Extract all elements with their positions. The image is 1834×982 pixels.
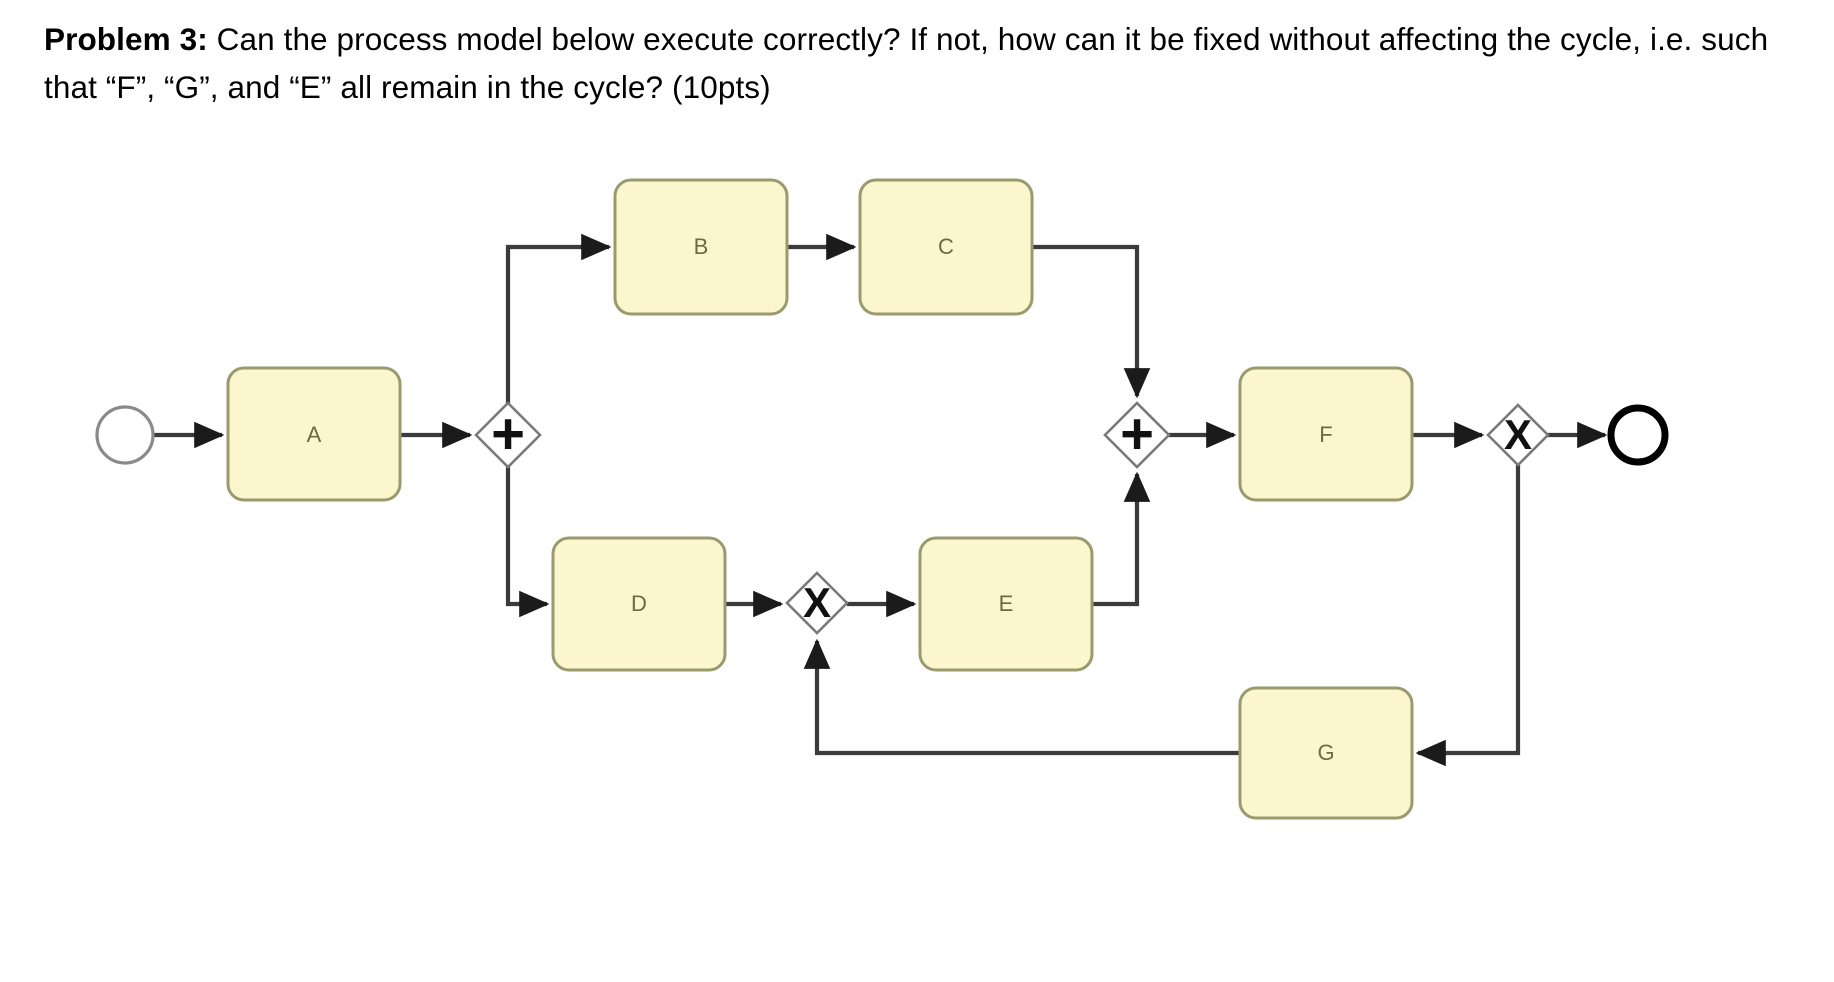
- task-B-label: B: [694, 234, 709, 259]
- event-layer: [95, 404, 1669, 466]
- task-C[interactable]: C: [858, 178, 1034, 316]
- start-event-icon[interactable]: [95, 405, 155, 465]
- task-F-label: F: [1319, 422, 1332, 447]
- gateway-exclusive-join[interactable]: X: [785, 571, 849, 635]
- question-label: Problem 3:: [44, 21, 208, 57]
- gateway-exclusive-join-shape[interactable]: [785, 571, 849, 635]
- task-layer: A B C D E F: [226, 178, 1414, 820]
- flow-G-to-xor-join: [803, 638, 1240, 756]
- gateway-exclusive-split-shape[interactable]: [1486, 403, 1550, 467]
- gateway-exclusive-split[interactable]: X: [1486, 403, 1550, 467]
- sequence-flow-layer: [153, 233, 1608, 767]
- task-D-label: D: [631, 591, 647, 616]
- question-body: Can the process model below execute corr…: [44, 21, 1769, 105]
- task-B-shape[interactable]: [613, 178, 789, 316]
- plus-icon: +: [491, 401, 525, 466]
- task-D-shape[interactable]: [551, 536, 727, 672]
- flow-E-to-and-join: [1092, 471, 1151, 607]
- task-A-shape[interactable]: [226, 366, 402, 502]
- gateway-parallel-split[interactable]: +: [474, 401, 542, 469]
- x-icon: X: [803, 579, 831, 626]
- task-E-label: E: [999, 591, 1014, 616]
- x-icon: X: [1504, 411, 1532, 458]
- task-C-shape[interactable]: [858, 178, 1034, 316]
- flow-and-split-to-B: [505, 233, 612, 403]
- question-text: Problem 3: Can the process model below e…: [44, 16, 1774, 112]
- task-E[interactable]: E: [918, 536, 1094, 672]
- task-C-label: C: [938, 234, 954, 259]
- gateway-parallel-join[interactable]: +: [1103, 401, 1171, 469]
- flow-xor-split-to-G: [1415, 465, 1521, 767]
- task-B[interactable]: B: [613, 178, 789, 316]
- end-event-icon[interactable]: [1607, 404, 1669, 466]
- task-E-shape[interactable]: [918, 536, 1094, 672]
- flow-C-to-and-join: [1032, 244, 1151, 399]
- task-F-shape[interactable]: [1238, 366, 1414, 502]
- task-G-label: G: [1317, 740, 1334, 765]
- gateway-parallel-split-shape[interactable]: [474, 401, 542, 469]
- task-D[interactable]: D: [551, 536, 727, 672]
- gateway-parallel-join-shape[interactable]: [1103, 401, 1171, 469]
- task-G-shape[interactable]: [1238, 686, 1414, 820]
- gateway-layer: + X + X: [474, 401, 1550, 635]
- task-F[interactable]: F: [1238, 366, 1414, 502]
- plus-icon: +: [1120, 401, 1154, 466]
- flow-and-split-to-D: [505, 467, 550, 618]
- task-A-label: A: [307, 422, 322, 447]
- task-A[interactable]: A: [226, 366, 402, 502]
- task-G[interactable]: G: [1238, 686, 1414, 820]
